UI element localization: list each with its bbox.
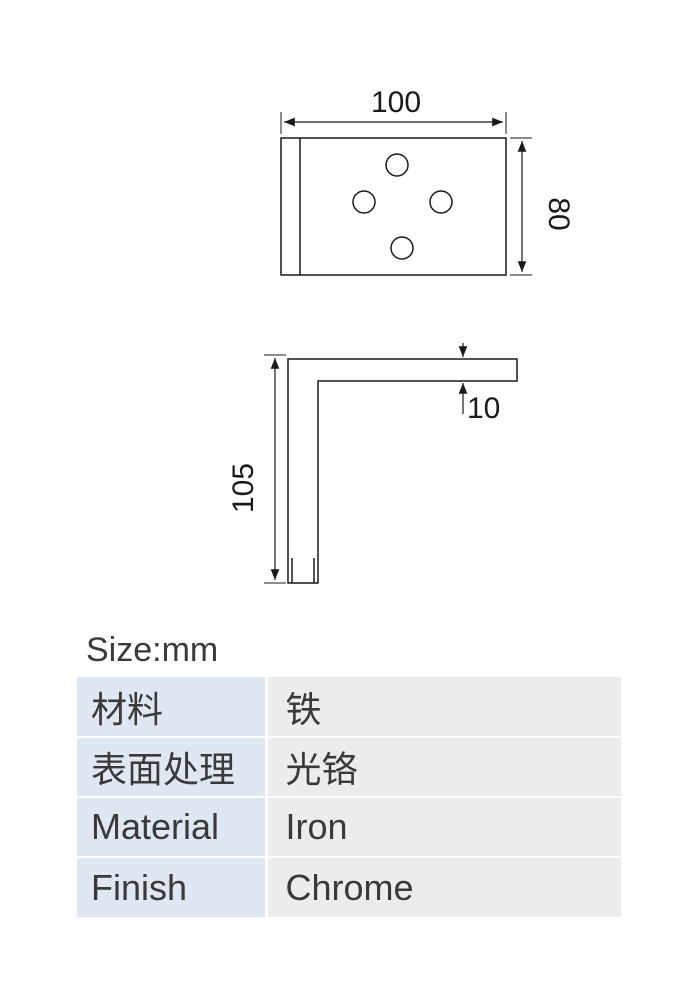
spec-value-finish: Chrome bbox=[266, 857, 621, 917]
side-thickness-dimension: 10 bbox=[467, 392, 500, 425]
spec-value-finish-cn: 光铬 bbox=[266, 737, 621, 798]
side-view bbox=[264, 343, 518, 584]
spec-value-material: Iron bbox=[266, 797, 621, 858]
mounting-hole-top bbox=[385, 153, 409, 177]
spec-value-material-cn: 铁 bbox=[266, 677, 621, 738]
spec-key-material-cn: 材料 bbox=[77, 677, 268, 738]
side-height-dimension: 105 bbox=[227, 463, 260, 513]
spec-table: 材料 铁 表面处理 光铬 Material Iron Finish Chrome bbox=[77, 677, 621, 917]
plate-outline bbox=[280, 137, 507, 276]
top-height-dimension: 80 bbox=[542, 197, 575, 230]
bracket-profile bbox=[287, 358, 518, 584]
table-row: Material Iron bbox=[77, 797, 621, 858]
spec-key-material: Material bbox=[77, 797, 268, 858]
mounting-hole-left bbox=[352, 190, 376, 214]
technical-drawing: 100 80 105 10 bbox=[227, 86, 575, 584]
spec-key-finish: Finish bbox=[77, 857, 268, 917]
top-view bbox=[280, 112, 532, 276]
table-row: Finish Chrome bbox=[77, 857, 621, 917]
table-row: 材料 铁 bbox=[77, 677, 621, 738]
table-row: 表面处理 光铬 bbox=[77, 737, 621, 798]
spec-key-finish-cn: 表面处理 bbox=[77, 737, 268, 798]
top-width-dimension: 100 bbox=[371, 86, 421, 119]
size-unit-label: Size:mm bbox=[86, 631, 219, 669]
mounting-hole-right bbox=[429, 190, 453, 214]
mounting-hole-bottom bbox=[390, 236, 414, 260]
